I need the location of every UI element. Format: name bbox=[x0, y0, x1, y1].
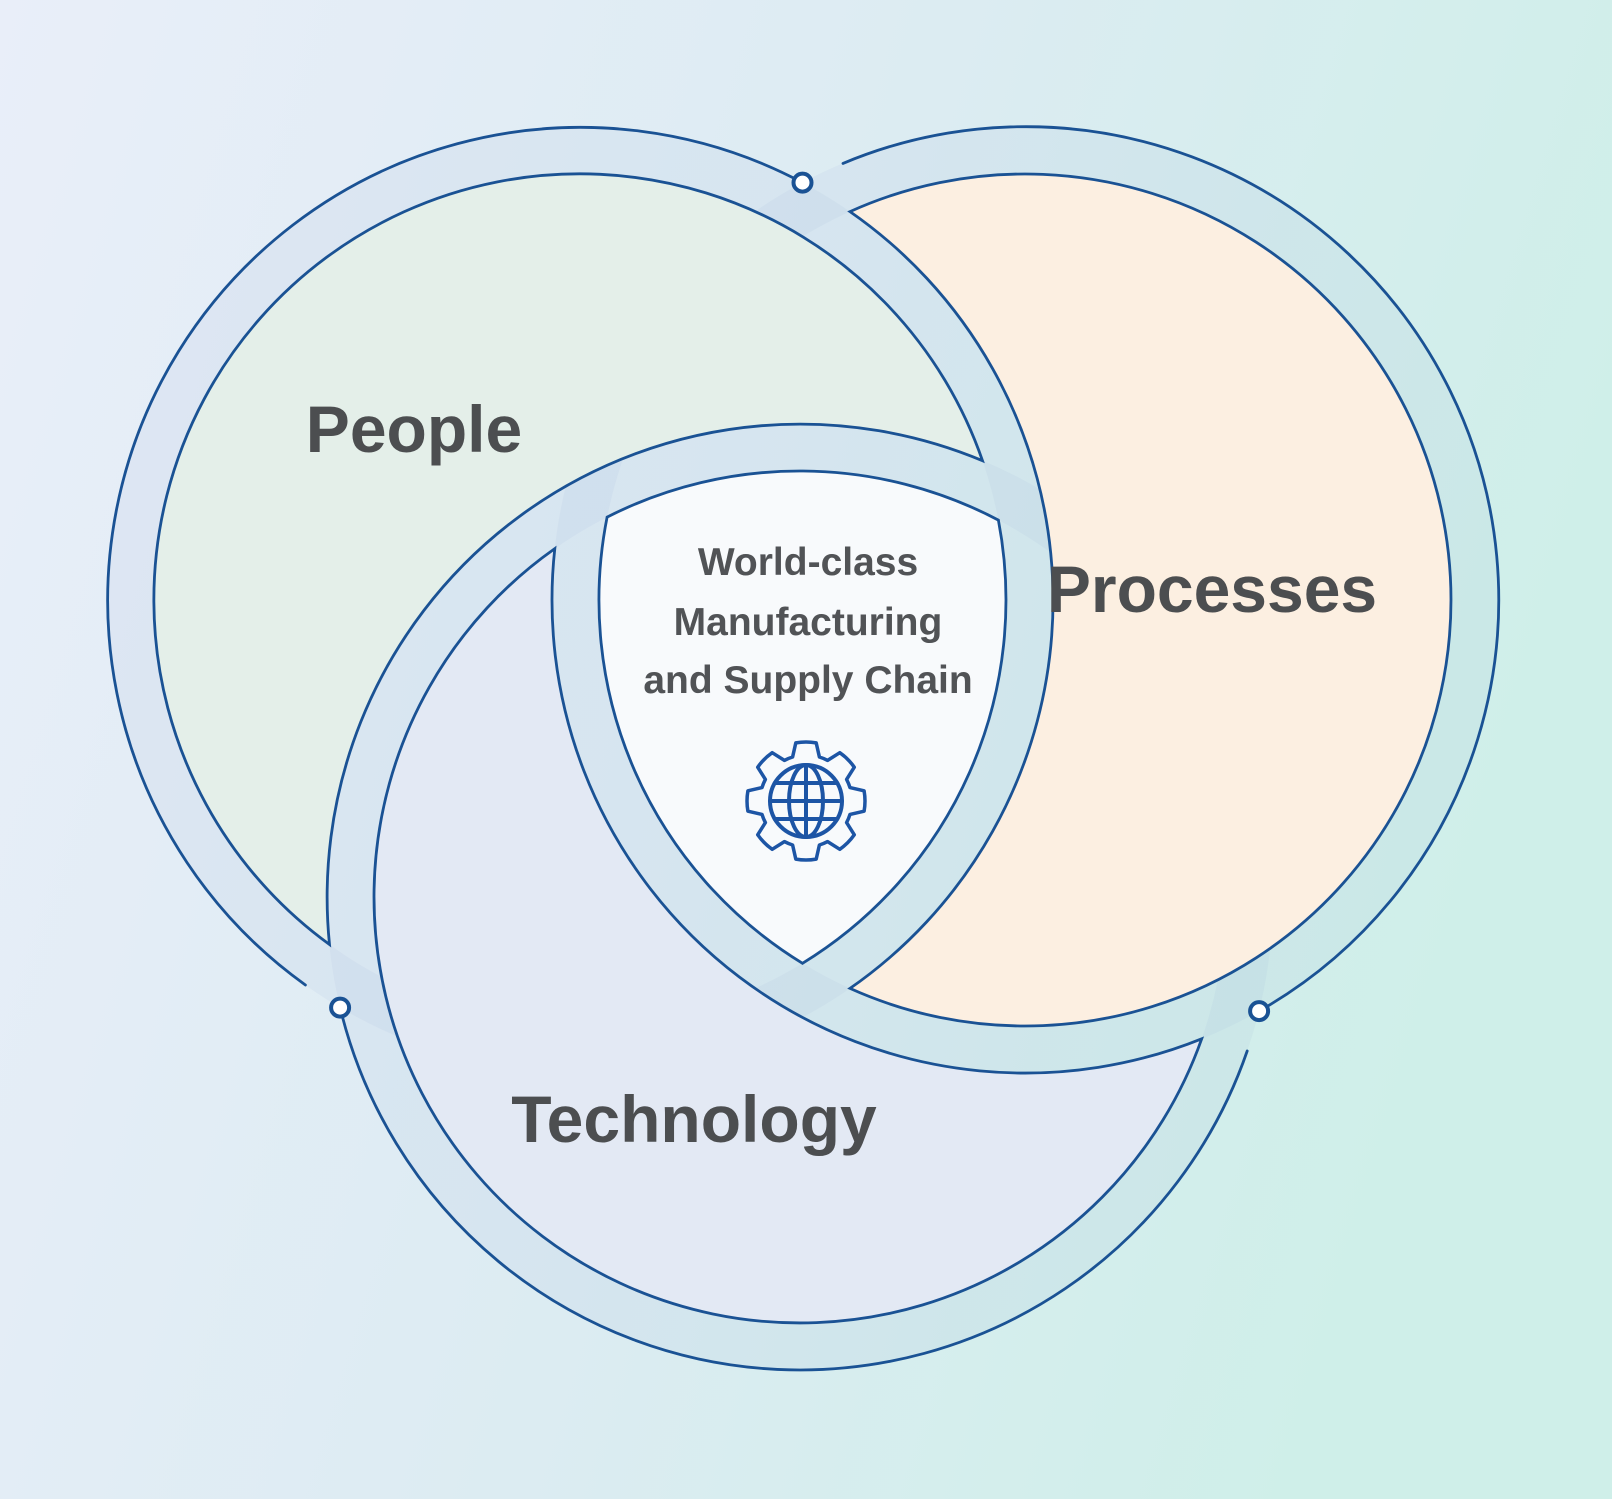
center-title: World-class Manufacturing and Supply Cha… bbox=[643, 541, 972, 702]
center-shield bbox=[597, 469, 1008, 965]
top-junction-dot bbox=[791, 171, 814, 194]
globe-icon bbox=[768, 763, 844, 839]
technology-outer-arc bbox=[338, 1006, 1249, 1372]
label-processes: Processes bbox=[1047, 552, 1377, 626]
technology-circle-fill bbox=[372, 545, 1205, 1325]
center-title-line-1: World-class bbox=[698, 541, 918, 584]
label-technology: Technology bbox=[511, 1082, 877, 1156]
label-people: People bbox=[306, 392, 522, 466]
people-outer-arc bbox=[106, 125, 804, 987]
center-title-line-3: and Supply Chain bbox=[643, 659, 972, 702]
center-title-line-2: Manufacturing bbox=[674, 601, 943, 644]
gear-path bbox=[745, 740, 867, 862]
outer-arcs bbox=[106, 125, 1501, 1372]
globe-gear-icon bbox=[745, 740, 867, 862]
left-junction-dot bbox=[329, 996, 352, 1019]
people-circle-fill bbox=[152, 172, 985, 948]
processes-circle-fill bbox=[847, 172, 1453, 1028]
right-junction-dot bbox=[1248, 1000, 1271, 1023]
processes-outer-arc bbox=[841, 125, 1501, 1013]
